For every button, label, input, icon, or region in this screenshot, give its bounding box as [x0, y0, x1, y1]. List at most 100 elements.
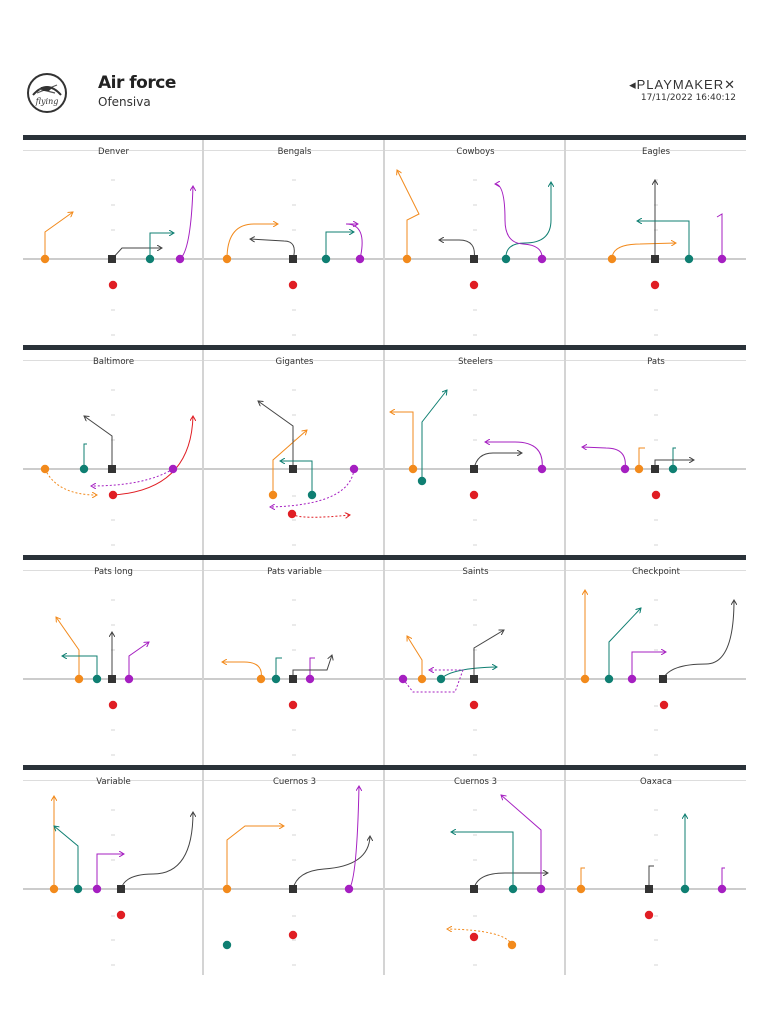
player-marker[interactable]	[717, 884, 727, 894]
quarterback-player[interactable]	[287, 509, 297, 519]
player-marker[interactable]	[717, 254, 727, 264]
center-player[interactable]	[108, 465, 116, 473]
quarterback-player[interactable]	[469, 490, 479, 500]
play-card[interactable]: Gigantes	[204, 345, 385, 555]
player-marker[interactable]	[537, 464, 547, 474]
quarterback-player[interactable]	[108, 280, 118, 290]
center-player[interactable]	[470, 675, 478, 683]
player-marker[interactable]	[607, 254, 617, 264]
player-marker[interactable]	[417, 476, 427, 486]
center-player[interactable]	[289, 465, 297, 473]
play-card[interactable]: Bengals	[204, 135, 385, 345]
center-player[interactable]	[651, 465, 659, 473]
player-marker[interactable]	[349, 464, 359, 474]
player-marker[interactable]	[92, 884, 102, 894]
play-card[interactable]: Baltimore	[23, 345, 204, 555]
player-marker[interactable]	[74, 674, 84, 684]
player-marker[interactable]	[222, 884, 232, 894]
center-player[interactable]	[659, 675, 667, 683]
center-player[interactable]	[470, 465, 478, 473]
player-marker[interactable]	[307, 490, 317, 500]
player-marker[interactable]	[73, 884, 83, 894]
player-marker[interactable]	[402, 254, 412, 264]
play-card[interactable]: Pats variable	[204, 555, 385, 765]
player-marker[interactable]	[222, 940, 232, 950]
quarterback-player[interactable]	[659, 700, 669, 710]
quarterback-player[interactable]	[644, 910, 654, 920]
center-player[interactable]	[108, 255, 116, 263]
play-card[interactable]: Checkpoint	[566, 555, 746, 765]
player-marker[interactable]	[256, 674, 266, 684]
player-marker[interactable]	[305, 674, 315, 684]
quarterback-player[interactable]	[288, 280, 298, 290]
player-marker[interactable]	[408, 464, 418, 474]
player-marker[interactable]	[507, 940, 517, 950]
player-marker[interactable]	[40, 254, 50, 264]
player-marker[interactable]	[508, 884, 518, 894]
player-marker[interactable]	[321, 254, 331, 264]
player-marker[interactable]	[417, 674, 427, 684]
player-marker[interactable]	[580, 674, 590, 684]
player-marker[interactable]	[355, 254, 365, 264]
player-marker[interactable]	[222, 254, 232, 264]
center-player[interactable]	[108, 675, 116, 683]
player-marker[interactable]	[627, 674, 637, 684]
play-card[interactable]: Denver	[23, 135, 204, 345]
play-card[interactable]: Saints	[385, 555, 566, 765]
player-marker[interactable]	[344, 884, 354, 894]
player-marker[interactable]	[501, 254, 511, 264]
player-marker[interactable]	[668, 464, 678, 474]
quarterback-player[interactable]	[469, 700, 479, 710]
center-player[interactable]	[470, 885, 478, 893]
player-marker[interactable]	[436, 674, 446, 684]
player-marker[interactable]	[49, 884, 59, 894]
player-marker[interactable]	[576, 884, 586, 894]
quarterback-player[interactable]	[116, 910, 126, 920]
play-card[interactable]: Pats long	[23, 555, 204, 765]
center-player[interactable]	[117, 885, 125, 893]
quarterback-player[interactable]	[108, 490, 118, 500]
play-name: Saints	[462, 567, 489, 577]
play-card[interactable]: Cuernos 3	[204, 765, 385, 975]
quarterback-player[interactable]	[650, 280, 660, 290]
quarterback-player[interactable]	[288, 930, 298, 940]
player-marker[interactable]	[145, 254, 155, 264]
play-card[interactable]: Oaxaca	[566, 765, 746, 975]
player-marker[interactable]	[175, 254, 185, 264]
center-player[interactable]	[289, 675, 297, 683]
player-marker[interactable]	[40, 464, 50, 474]
player-marker[interactable]	[271, 674, 281, 684]
quarterback-player[interactable]	[288, 700, 298, 710]
route-path	[582, 447, 626, 470]
player-marker[interactable]	[268, 490, 278, 500]
center-player[interactable]	[289, 255, 297, 263]
player-marker[interactable]	[680, 884, 690, 894]
quarterback-player[interactable]	[108, 700, 118, 710]
quarterback-player[interactable]	[469, 280, 479, 290]
play-card[interactable]: Cowboys	[385, 135, 566, 345]
player-marker[interactable]	[537, 254, 547, 264]
player-marker[interactable]	[634, 464, 644, 474]
quarterback-player[interactable]	[469, 932, 479, 942]
player-marker[interactable]	[536, 884, 546, 894]
center-player[interactable]	[470, 255, 478, 263]
player-marker[interactable]	[604, 674, 614, 684]
player-marker[interactable]	[79, 464, 89, 474]
player-marker[interactable]	[620, 464, 630, 474]
play-card[interactable]: Eagles	[566, 135, 746, 345]
player-marker[interactable]	[684, 254, 694, 264]
center-player[interactable]	[645, 885, 653, 893]
player-marker[interactable]	[124, 674, 134, 684]
play-card[interactable]: Steelers	[385, 345, 566, 555]
route-path	[716, 213, 723, 259]
player-marker[interactable]	[92, 674, 102, 684]
center-player[interactable]	[651, 255, 659, 263]
route-path	[608, 608, 641, 679]
player-marker[interactable]	[168, 464, 178, 474]
player-marker[interactable]	[398, 674, 408, 684]
quarterback-player[interactable]	[651, 490, 661, 500]
center-player[interactable]	[289, 885, 297, 893]
play-card[interactable]: Pats	[566, 345, 746, 555]
play-card[interactable]: Cuernos 3	[385, 765, 566, 975]
play-card[interactable]: Variable	[23, 765, 204, 975]
